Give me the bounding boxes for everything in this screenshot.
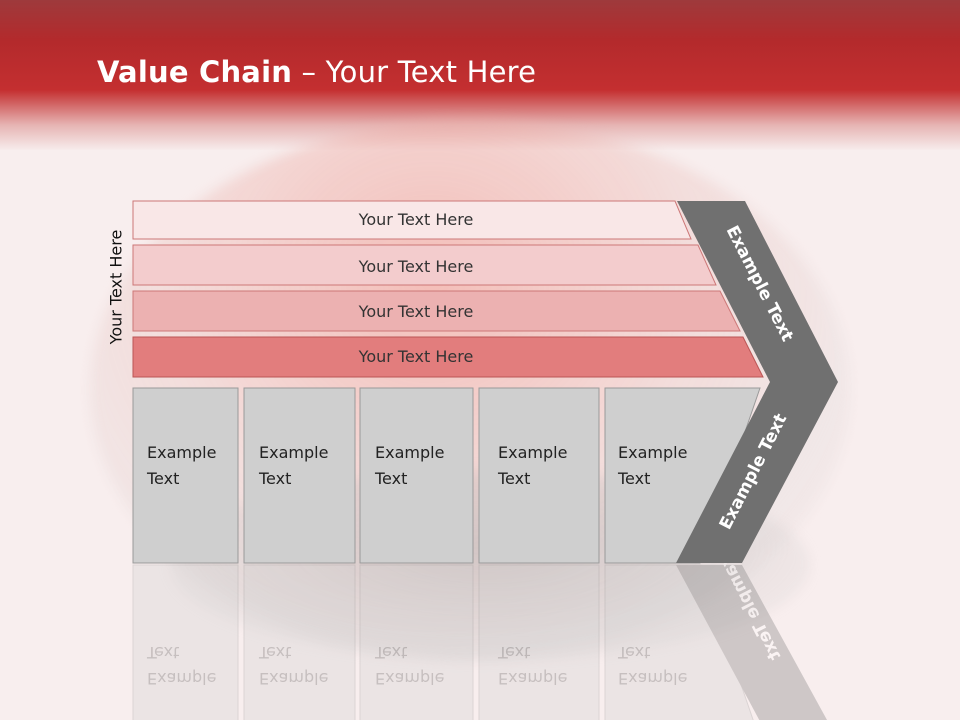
reflection-example-3: Example [375,669,444,688]
reflection-text-2: Text [258,643,291,662]
reflection-text-1: Text [146,643,179,662]
support-bar-2 [132,244,717,286]
support-bar-4 [132,336,764,378]
page-title: Value Chain – Your Text Here [97,55,536,89]
bar-label-1: Your Text Here [358,210,474,229]
support-bar-1 [132,200,692,240]
activity-column-4 [478,387,600,564]
activity-column-3 [359,387,474,564]
column-4-line1: Example [498,443,567,462]
reflection-text-4: Text [497,643,530,662]
column-3-line2: Text [374,469,407,488]
column-2-line1: Example [259,443,328,462]
column-1-line2: Text [146,469,179,488]
reflection-example-4: Example [498,669,567,688]
column-2-line2: Text [258,469,291,488]
reflection-text-5: Text [617,643,650,662]
reflection-example-2: Example [259,669,328,688]
column-5-line2: Text [617,469,650,488]
bar-label-2: Your Text Here [358,257,474,276]
title-bold: Value Chain [97,55,293,89]
diagram-reflection: Text Text Text Text Text Example Example… [132,541,828,720]
column-4-line2: Text [497,469,530,488]
activity-column-2 [243,387,356,564]
reflection-example-1: Example [147,669,216,688]
margin-chevron [676,201,838,563]
reflection-text-3: Text [374,643,407,662]
title-rest: – Your Text Here [292,55,537,89]
support-bar-3 [132,290,741,332]
column-5-line1: Example [618,443,687,462]
column-1-line1: Example [147,443,216,462]
column-3-line1: Example [375,443,444,462]
bar-label-4: Your Text Here [358,347,474,366]
reflection-example-5: Example [618,669,687,688]
bar-label-3: Your Text Here [358,302,474,321]
activity-column-1 [132,387,239,564]
